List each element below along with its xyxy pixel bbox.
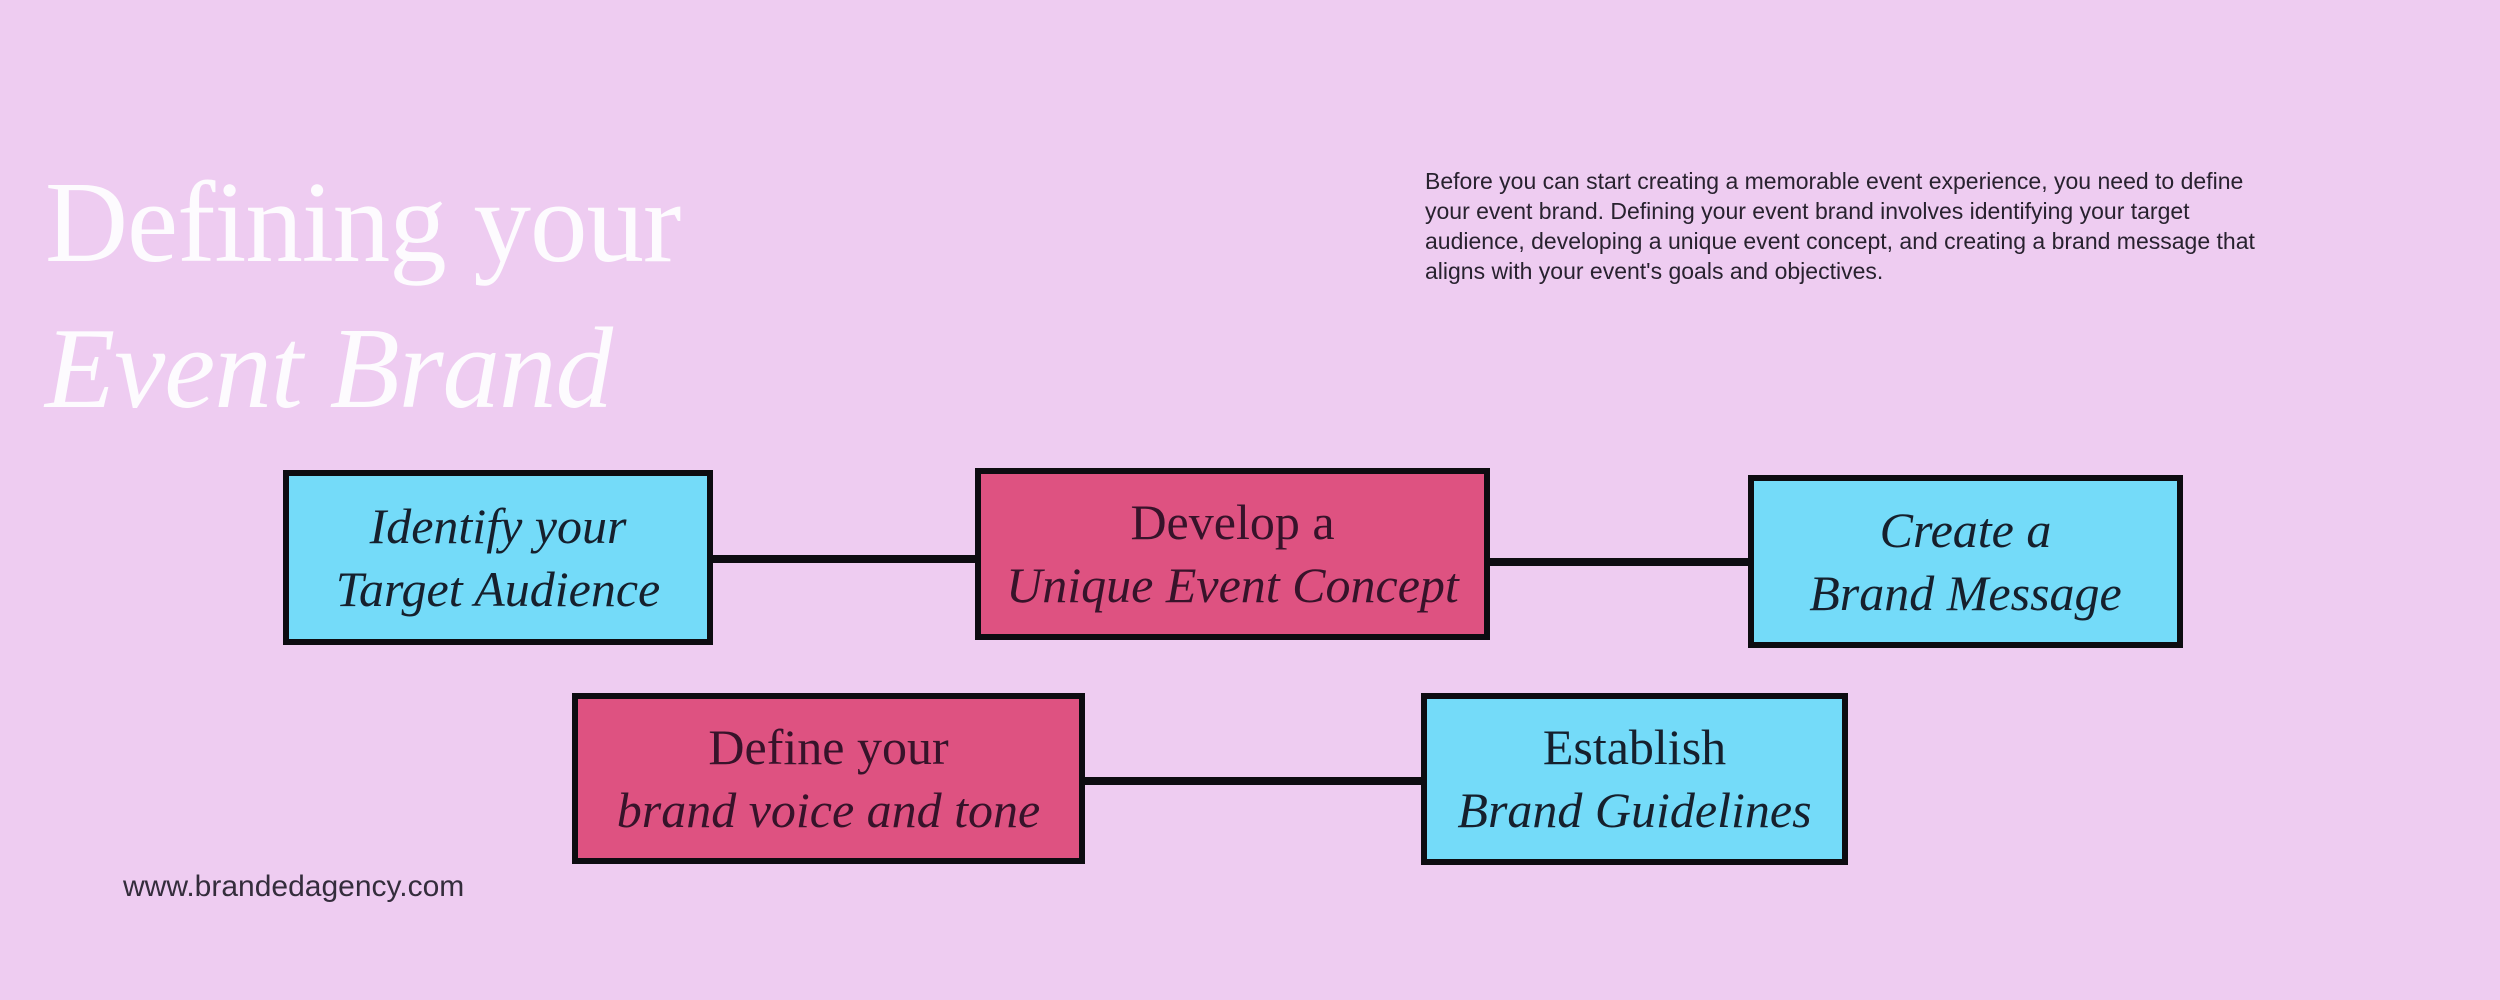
title-line-1: Defining your [45,159,681,286]
node-line-1: Establish [1542,719,1727,775]
node-create-brand-message: Create a Brand Message [1748,475,2183,648]
node-line-1: Create a [1879,501,2052,558]
node-define-brand-voice-tone: Define your brand voice and tone [572,693,1085,864]
node-line-2: Brand Guidelines [1457,782,1812,838]
website-url: www.brandedagency.com [123,870,465,903]
connector-line-3 [1083,777,1423,785]
node-develop-unique-event-concept: Develop a Unique Event Concept [975,468,1490,640]
node-line-1: Identify your [369,497,627,554]
intro-paragraph: Before you can start creating a memorabl… [1425,168,2255,284]
node-identify-target-audience: Identify your Target Audience [283,470,713,645]
title-line-2: Event Brand [45,305,613,432]
node-line-1: Develop a [1130,494,1335,550]
node-line-2: Unique Event Concept [1006,557,1459,613]
node-line-2: brand voice and tone [616,781,1041,838]
node-line-2: Brand Message [1809,564,2122,621]
node-establish-brand-guidelines: Establish Brand Guidelines [1421,693,1848,865]
page-title: Defining your Event Brand [45,150,681,442]
node-line-1: Define your [708,718,949,775]
connector-line-1 [713,555,979,563]
node-line-2: Target Audience [335,560,661,617]
connector-line-2 [1488,558,1751,566]
